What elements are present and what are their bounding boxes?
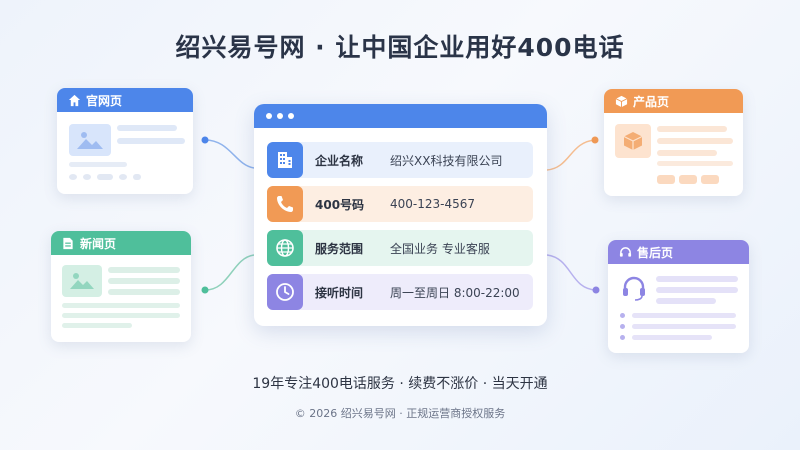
info-value: 400-123-4567 xyxy=(390,197,476,211)
info-label: 接听时间 xyxy=(315,285,364,300)
image-placeholder-icon xyxy=(69,124,111,156)
aftersales-card[interactable]: 售后页 xyxy=(608,240,749,353)
aftersales-card-label: 售后页 xyxy=(637,245,674,260)
box-image-icon xyxy=(615,124,651,158)
image-placeholder-icon xyxy=(62,265,102,297)
aftersales-card-header: 售后页 xyxy=(608,240,749,264)
info-label: 400号码 xyxy=(315,197,365,212)
tagline: 19年专注400电话服务 · 续费不涨价 · 当天开通 xyxy=(252,376,548,392)
phone-icon xyxy=(267,186,303,222)
box-icon xyxy=(614,94,628,108)
info-label: 服务范围 xyxy=(315,241,364,256)
window-dot xyxy=(266,113,272,119)
page-title: 绍兴易号网 · 让中国企业用好400电话 xyxy=(175,33,625,62)
clock-icon xyxy=(267,274,303,310)
window-titlebar xyxy=(254,104,547,128)
info-row-company: 企业名称 绍兴XX科技有限公司 xyxy=(267,142,533,178)
home-icon xyxy=(67,93,81,107)
headset-image-icon xyxy=(619,272,649,304)
info-row-service: 服务范围 全国业务 专业客服 xyxy=(267,230,533,266)
copyright: © 2026 绍兴易号网 · 正规运营商授权服务 xyxy=(294,407,506,420)
website-card[interactable]: 官网页 xyxy=(57,88,193,194)
window-dot xyxy=(288,113,294,119)
product-card-header: 产品页 xyxy=(604,89,743,113)
info-row-phone: 400号码 400-123-4567 xyxy=(267,186,533,222)
news-card[interactable]: 新闻页 xyxy=(51,231,191,342)
product-card-label: 产品页 xyxy=(633,94,670,109)
company-info-window: 企业名称 绍兴XX科技有限公司 400号码 400-123-4567 服务范围 … xyxy=(254,104,547,326)
info-label: 企业名称 xyxy=(315,153,364,168)
info-row-hours: 接听时间 周一至周日 8:00-22:00 xyxy=(267,274,533,310)
info-value: 周一至周日 8:00-22:00 xyxy=(390,285,520,300)
window-dot xyxy=(277,113,283,119)
product-card[interactable]: 产品页 xyxy=(604,89,743,196)
website-card-header: 官网页 xyxy=(57,88,193,112)
headset-icon xyxy=(618,245,632,259)
globe-icon xyxy=(267,230,303,266)
info-value: 绍兴XX科技有限公司 xyxy=(390,153,503,168)
website-card-label: 官网页 xyxy=(86,93,123,108)
news-card-label: 新闻页 xyxy=(80,236,117,251)
building-icon xyxy=(267,142,303,178)
info-value: 全国业务 专业客服 xyxy=(390,241,490,256)
news-card-header: 新闻页 xyxy=(51,231,191,255)
document-icon xyxy=(61,236,75,250)
